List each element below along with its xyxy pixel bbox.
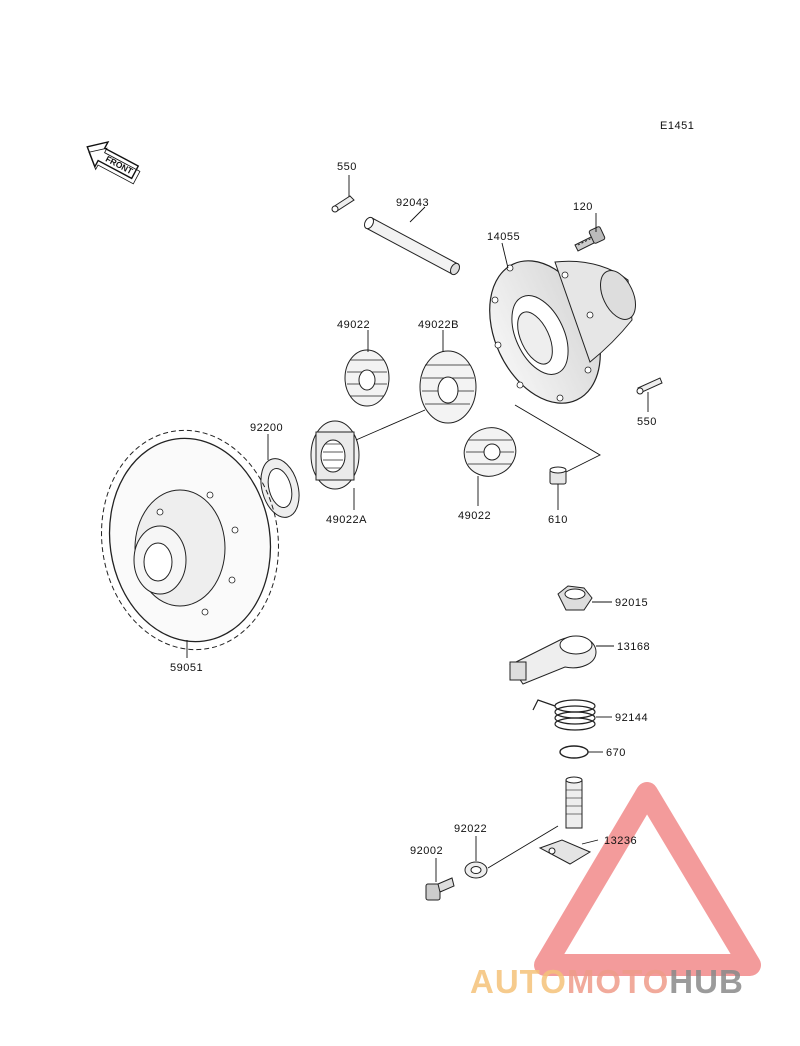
part-49022b-side-gear[interactable] [419,350,477,424]
label-49022b[interactable]: 49022B [418,319,459,331]
label-59051[interactable]: 59051 [170,662,203,674]
label-550-right[interactable]: 550 [637,416,657,428]
label-49022a[interactable]: 49022A [326,514,367,526]
svg-text:AUTOMOTOHUB: AUTOMOTOHUB [470,963,744,1000]
watermark-text: AUTOMOTOHUB [470,963,744,1000]
part-49022a-side-gear[interactable] [310,420,360,490]
part-92002-bolt[interactable] [425,877,455,901]
label-120[interactable]: 120 [573,201,593,213]
part-92144-spring[interactable] [532,699,596,731]
part-610-pin[interactable] [549,466,567,485]
leader-lines [186,175,649,882]
part-49022-pinion-top[interactable] [344,349,390,407]
part-49022-pinion-bottom[interactable] [457,421,522,484]
part-92015-nut[interactable] [557,585,593,611]
label-14055[interactable]: 14055 [487,231,520,243]
watermark-logo [534,782,761,976]
part-92043-shaft[interactable] [363,216,462,276]
watermark-part-auto: AUTO [470,963,567,1000]
label-49022-top[interactable]: 49022 [337,319,370,331]
part-120-bolt[interactable] [574,226,606,252]
part-13168-lever[interactable] [509,635,597,685]
label-92144[interactable]: 92144 [615,712,648,724]
label-92043[interactable]: 92043 [396,197,429,209]
front-arrow-icon: FRONT [86,140,141,185]
part-550-right-pin[interactable] [636,377,663,395]
label-670[interactable]: 670 [606,747,626,759]
part-92200-washer[interactable] [255,454,305,521]
part-13236-shaft[interactable] [538,776,592,865]
watermark-part-moto: MOTO [567,963,669,1000]
diagram-code: E1451 [660,120,694,132]
label-610[interactable]: 610 [548,514,568,526]
label-49022-bottom[interactable]: 49022 [458,510,491,522]
part-59051-ring-gear[interactable] [88,419,293,661]
label-13168[interactable]: 13168 [617,641,650,653]
part-14055-diff-case[interactable] [468,243,643,421]
label-92022[interactable]: 92022 [454,823,487,835]
label-92200[interactable]: 92200 [250,422,283,434]
part-550-top-pin[interactable] [331,195,355,213]
part-670-snap-ring[interactable] [559,745,589,759]
label-92015[interactable]: 92015 [615,597,648,609]
label-13236[interactable]: 13236 [604,835,637,847]
label-550-top[interactable]: 550 [337,161,357,173]
watermark-part-hub: HUB [669,963,744,1000]
part-labels: 550 92043 120 14055 49022 49022B 550 922… [170,161,657,857]
part-92022-washer[interactable] [464,861,488,879]
label-92002[interactable]: 92002 [410,845,443,857]
